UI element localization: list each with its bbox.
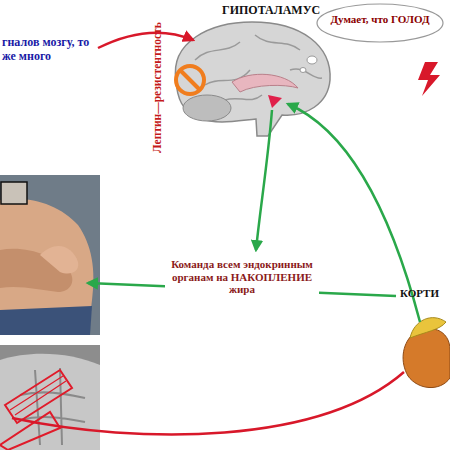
command-arrow	[256, 110, 272, 250]
bubble-shape	[317, 4, 443, 42]
bubble-trail	[307, 56, 317, 64]
text-label: ГИПОТАЛАМУС	[222, 4, 320, 18]
text-label: гналов мозгу, то же много	[2, 36, 96, 64]
brain-gyri	[195, 35, 322, 100]
hypothalamus	[268, 95, 282, 108]
cerebellum	[183, 95, 231, 121]
no-symbol-bar	[180, 70, 200, 90]
abs-skin	[0, 354, 100, 450]
brain	[175, 22, 330, 136]
cross-mark	[0, 412, 60, 450]
signal-arrow	[98, 33, 193, 48]
photo-tag	[1, 182, 27, 204]
hand	[40, 246, 78, 273]
thought-text: Думает, что ГОЛОД	[324, 13, 436, 26]
signal-line	[12, 372, 404, 435]
corpus-callosum	[232, 74, 298, 92]
no-symbol	[176, 66, 204, 94]
cross-stripes	[10, 376, 66, 415]
cross-mark	[5, 370, 72, 423]
abs-photo	[0, 345, 100, 450]
belly-skin	[0, 199, 93, 335]
text-label: Команда всем эндокринным органам на НАКО…	[165, 257, 319, 297]
bubble-trail	[300, 68, 306, 73]
jeans	[0, 306, 92, 335]
rotated-label: Лептин—резистентность	[150, 23, 163, 154]
lightning-bolt	[418, 62, 440, 96]
text-label: КОРТИ	[400, 287, 439, 300]
thought-bubble: Думает, что ГОЛОД	[316, 3, 444, 43]
abs-lines	[20, 368, 85, 445]
adrenal-gland	[410, 318, 446, 338]
belly-photo	[0, 175, 100, 335]
